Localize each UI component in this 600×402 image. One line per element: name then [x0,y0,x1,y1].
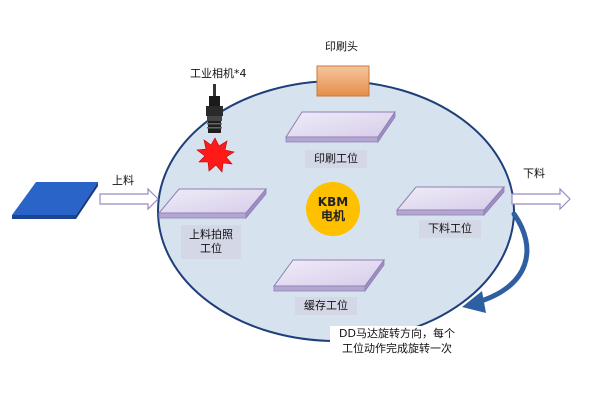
unload-station-plate [395,185,506,217]
load-photo-station-label: 上料拍照 工位 [181,225,241,259]
input-arrow [99,187,159,211]
print-station-plate [285,110,396,144]
unload-station-label: 下料工位 [419,220,481,238]
flash-icon [196,137,235,173]
input-panel [12,182,98,219]
print-head [316,65,370,97]
rotation-note-line1: DD马达旋转方向，每个 [339,327,455,340]
camera-label: 工业相机*4 [190,67,247,80]
rotation-note-line2: 工位动作完成旋转一次 [342,342,452,355]
camera-icon [206,84,223,133]
output-arrow [511,187,571,211]
rotation-arrow [475,211,530,305]
buffer-station-plate [273,258,385,293]
motor-label: KBM 电机 [306,195,360,223]
load-photo-station-label-line2: 工位 [200,242,222,255]
output-label: 下料 [523,167,545,180]
print-head-label: 印刷头 [325,40,358,53]
load-photo-station-plate [157,187,268,220]
load-photo-station-label-line1: 上料拍照 [189,228,233,241]
motor-label-line1: KBM [317,195,349,209]
kbm-motor [306,182,360,236]
buffer-station-label: 缓存工位 [295,297,357,315]
input-label: 上料 [112,174,134,187]
rotation-arrowhead [462,291,486,313]
motor-label-line2: 电机 [320,209,345,223]
print-station-label: 印刷工位 [305,150,367,168]
rotation-note: DD马达旋转方向，每个 工位动作完成旋转一次 [330,326,464,356]
